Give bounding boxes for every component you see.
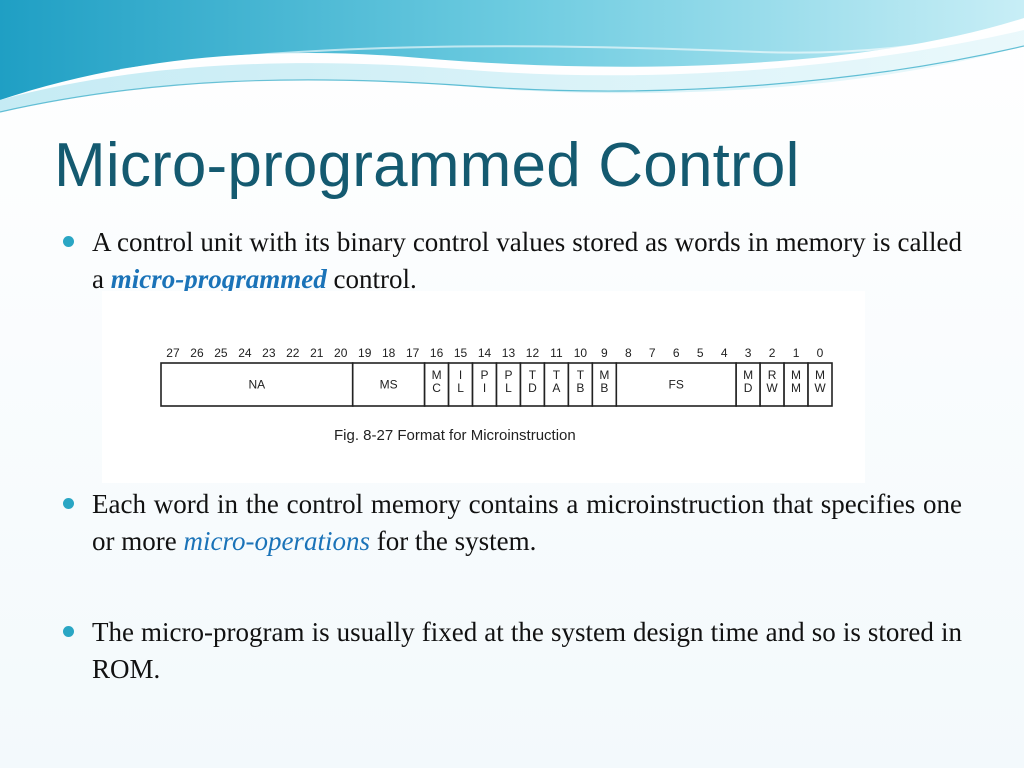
bullet-item: The micro-program is usually fixed at th… <box>63 614 962 688</box>
bit-number-label: 2 <box>769 346 776 360</box>
field-box <box>615 362 737 407</box>
bit-number-label: 10 <box>574 346 588 360</box>
bit-number-label: 5 <box>697 346 704 360</box>
bullet-text: for the system. <box>369 526 537 556</box>
bit-number-label: 21 <box>310 346 324 360</box>
field-label: MS <box>380 378 398 392</box>
field-label: NA <box>249 378 266 392</box>
bit-number-label: 16 <box>430 346 444 360</box>
bit-number-label: 4 <box>721 346 728 360</box>
field-label: FS <box>669 378 684 392</box>
bullet-text: The micro-program is usually fixed at th… <box>92 617 962 684</box>
bit-number-label: 25 <box>214 346 228 360</box>
figure-caption: Fig. 8-27 Format for Microinstruction <box>334 427 576 444</box>
bit-number-label: 18 <box>382 346 396 360</box>
bullet-text: Each word in the control memory contains… <box>92 489 962 556</box>
bullet-text: A control unit with its binary control v… <box>92 227 962 294</box>
bit-number-label: 27 <box>166 346 180 360</box>
bullet-text: control. <box>326 264 417 294</box>
field-box <box>351 362 426 407</box>
bullet-item: Each word in the control memory contains… <box>63 486 962 560</box>
bullet-emphasis: micro-programmed <box>110 264 327 294</box>
bullet-dot-icon <box>63 498 74 509</box>
bullet-dot-icon <box>63 236 74 247</box>
bit-number-label: 15 <box>454 346 468 360</box>
field-box <box>160 362 354 407</box>
header-wave-decoration <box>0 0 1024 113</box>
bit-number-label: 12 <box>526 346 540 360</box>
bullet-emphasis: micro-operations <box>183 526 370 556</box>
bit-number-label: 26 <box>190 346 204 360</box>
field-box <box>807 362 833 407</box>
bullet-item: A control unit with its binary control v… <box>63 224 962 298</box>
bit-number-label: 22 <box>286 346 300 360</box>
bit-number-label: 13 <box>502 346 516 360</box>
bit-number-label: 11 <box>550 346 563 360</box>
bit-number-label: 20 <box>334 346 348 360</box>
bit-number-label: 0 <box>817 346 824 360</box>
bullet-dot-icon <box>63 626 74 637</box>
bit-number-label: 3 <box>745 346 752 360</box>
bit-number-label: 7 <box>649 346 656 360</box>
bit-number-label: 23 <box>262 346 276 360</box>
bit-number-label: 19 <box>358 346 372 360</box>
bit-number-label: 9 <box>601 346 608 360</box>
bit-number-label: 6 <box>673 346 680 360</box>
bit-number-label: 14 <box>478 346 492 360</box>
bit-number-label: 1 <box>793 346 800 360</box>
bit-number-label: 17 <box>406 346 420 360</box>
bit-number-label: 8 <box>625 346 632 360</box>
slide-title: Micro-programmed Control <box>54 131 800 200</box>
bit-number-label: 24 <box>238 346 252 360</box>
